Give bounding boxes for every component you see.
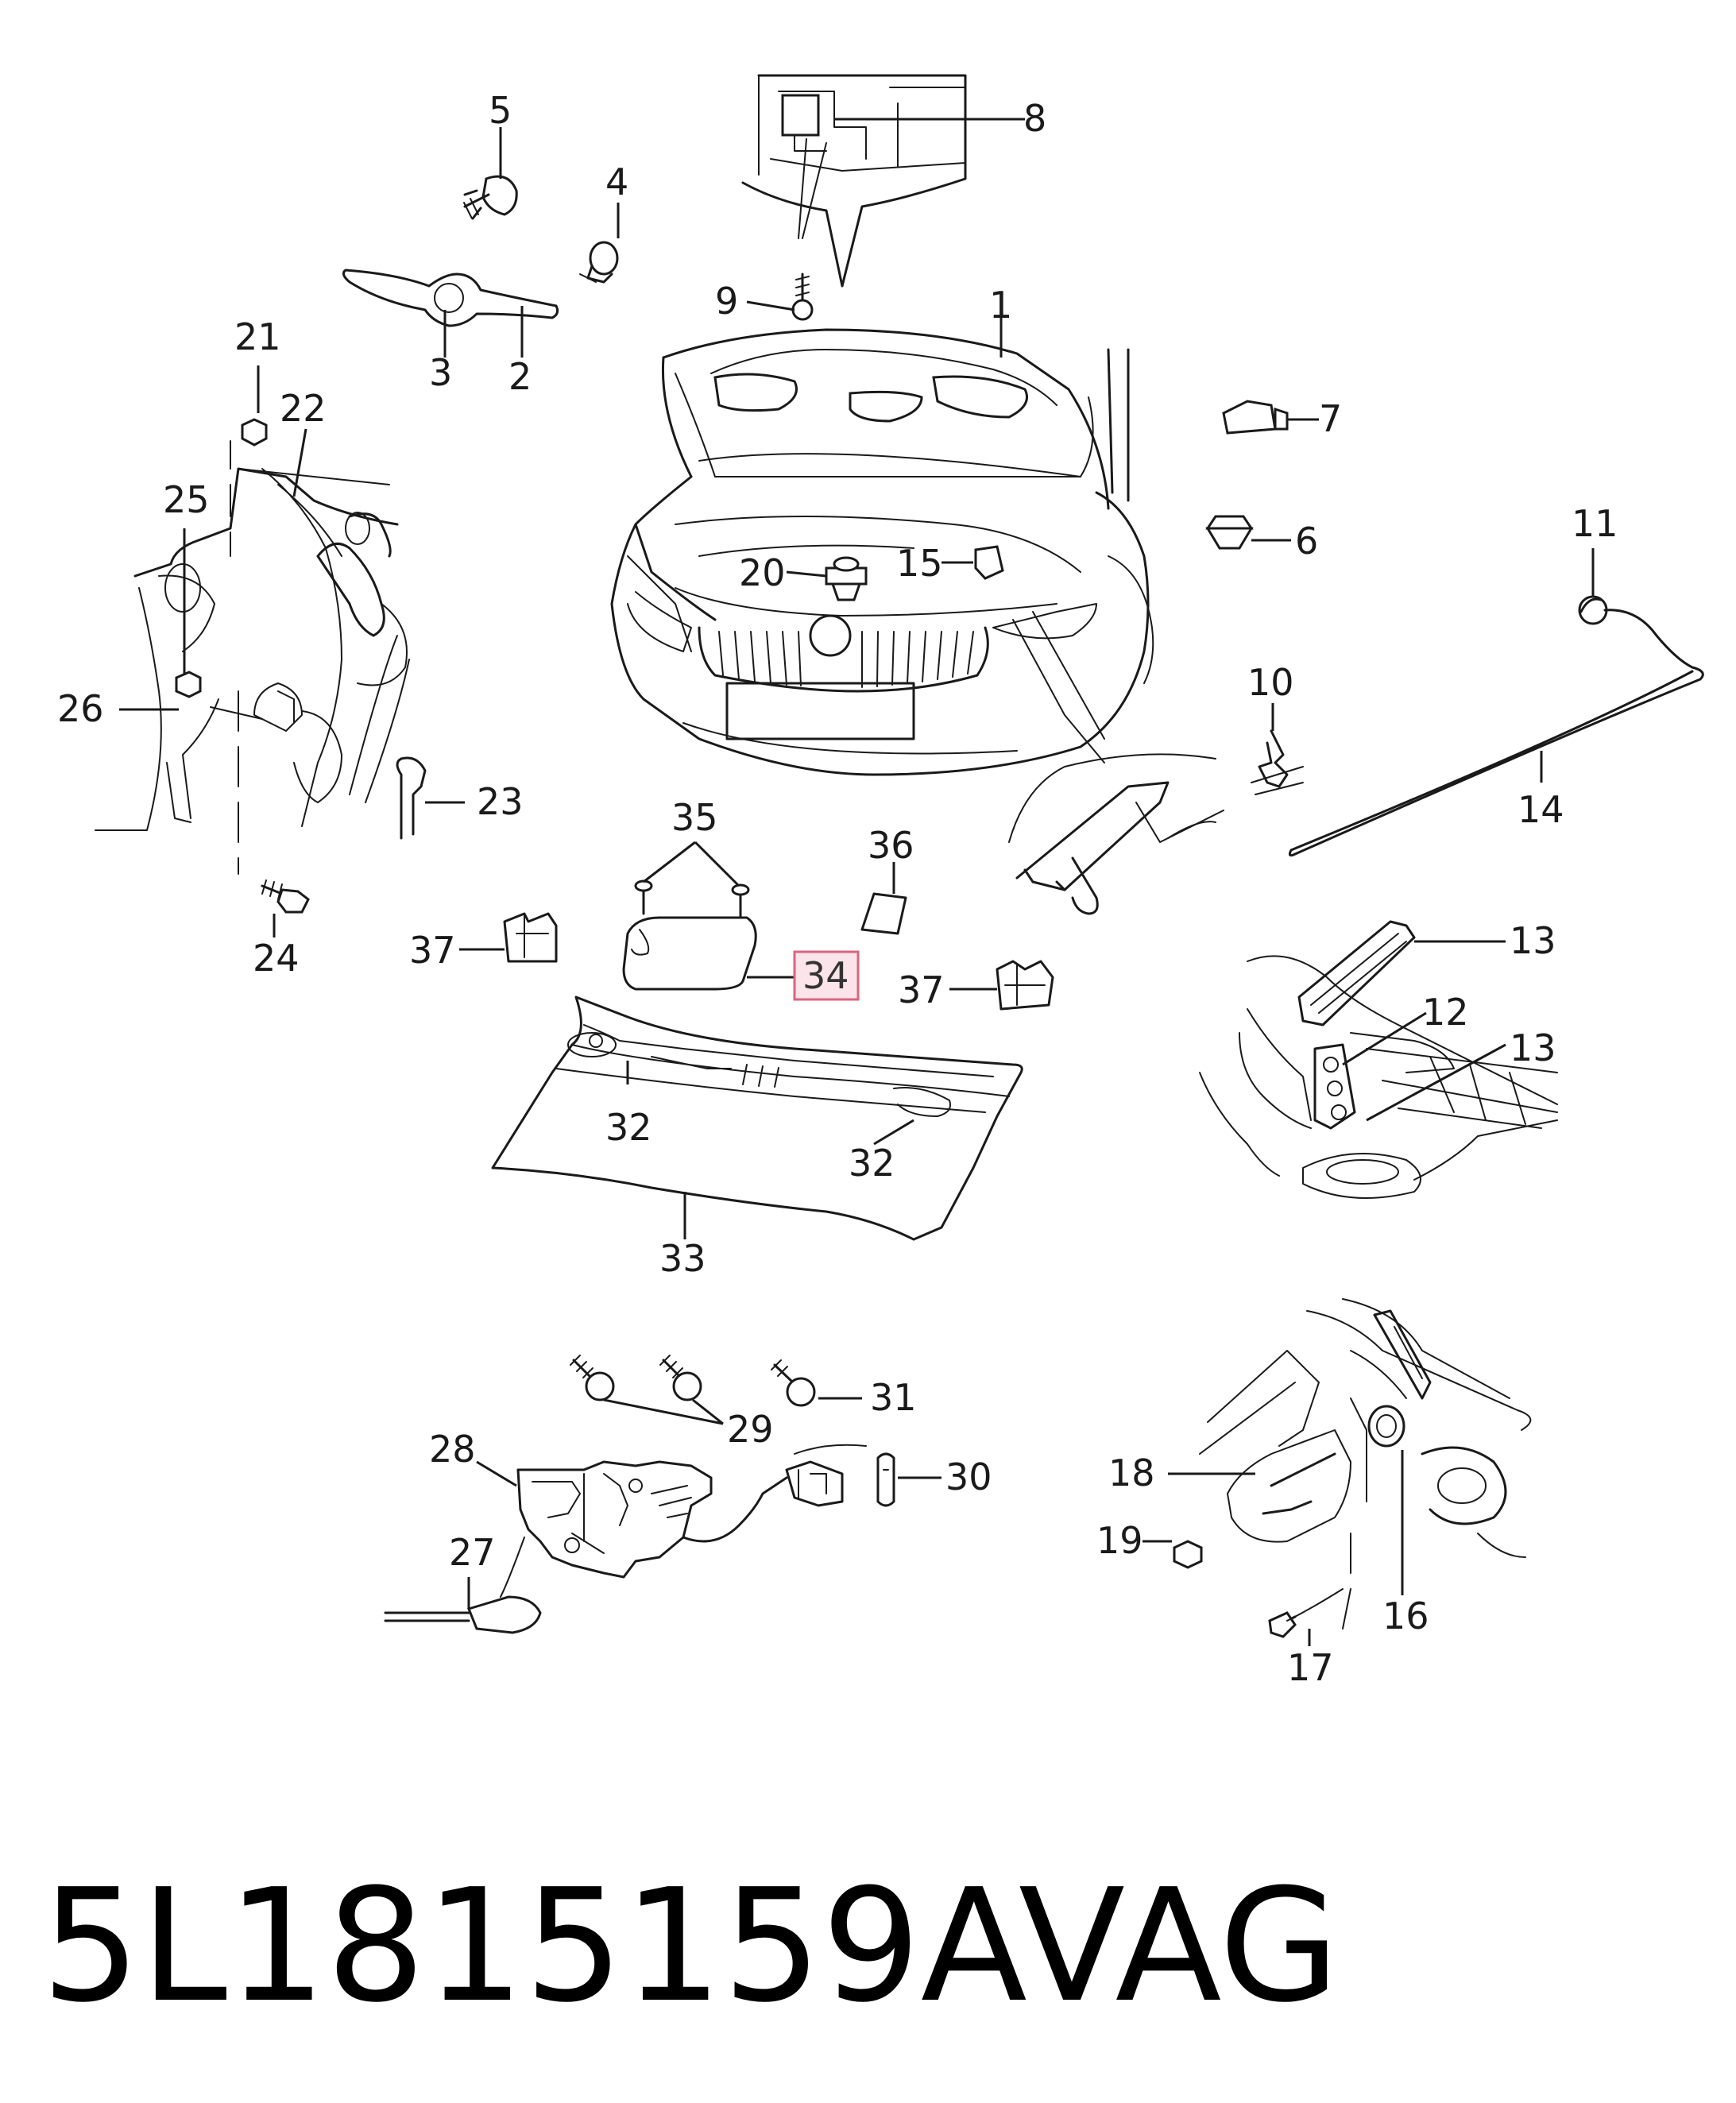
callout-13-bottom: 13 — [1510, 1026, 1556, 1069]
bracket-37-right-icon — [996, 960, 1054, 1011]
callout-1: 1 — [989, 284, 1012, 327]
callout-25: 25 — [163, 478, 210, 521]
callout-37-left: 37 — [409, 929, 456, 972]
callout-7: 7 — [1319, 397, 1342, 440]
callout-28: 28 — [429, 1428, 476, 1471]
leader-lines — [119, 118, 1595, 1646]
callouts: 5 4 8 9 1 3 2 21 22 7 25 6 11 20 15 26 1… — [57, 89, 1618, 1689]
callout-8: 8 — [1023, 97, 1046, 140]
callout-16: 16 — [1382, 1595, 1429, 1637]
bolt-5-icon — [463, 175, 518, 220]
clip-6-icon — [1205, 515, 1254, 550]
callout-32-right: 32 — [849, 1142, 895, 1185]
callout-35: 35 — [671, 796, 718, 839]
callout-31: 31 — [870, 1376, 917, 1419]
hood-lock-27-28-30 — [384, 1444, 895, 1634]
footer: 5L1815159A VAG — [41, 1827, 1710, 2066]
screws-35-icon — [634, 879, 750, 919]
fender-detail — [95, 418, 410, 875]
part-number: 5L1815159A — [41, 1856, 1027, 2037]
callout-13-top: 13 — [1510, 919, 1556, 962]
callout-11: 11 — [1572, 502, 1618, 545]
callout-4: 4 — [605, 160, 628, 203]
callout-32-left: 32 — [605, 1106, 652, 1149]
bracket-37-left-icon — [503, 912, 558, 963]
callout-2: 2 — [508, 355, 532, 398]
callout-3: 3 — [429, 351, 452, 394]
bolts-29-31-icon — [570, 1355, 816, 1407]
hood-support-detail — [1008, 753, 1224, 915]
callout-22: 22 — [280, 387, 327, 430]
pad-36-icon — [860, 892, 907, 935]
parts-diagram: 5 4 8 9 1 3 2 21 22 7 25 6 11 20 15 26 1… — [57, 74, 1704, 1689]
callout-14: 14 — [1518, 788, 1564, 831]
callout-36: 36 — [868, 824, 914, 867]
wiper-cover-detail-12-13 — [1199, 920, 1558, 1199]
hinge-detail-16-19 — [1173, 1298, 1532, 1638]
callout-6: 6 — [1295, 520, 1318, 562]
callout-19: 19 — [1096, 1519, 1143, 1562]
callout-20: 20 — [739, 551, 786, 594]
callout-23: 23 — [477, 780, 524, 823]
inset-detail-cowl — [741, 74, 967, 288]
callout-12: 12 — [1422, 991, 1469, 1034]
seal-strip-14-icon — [1288, 595, 1704, 857]
callout-24: 24 — [253, 937, 300, 980]
plenum-panel-32-33 — [491, 995, 1023, 1241]
bolt-9-icon — [791, 273, 814, 321]
car-front-open-hood — [610, 328, 1154, 776]
clip-10-icon — [1251, 729, 1304, 795]
callout-17: 17 — [1287, 1646, 1334, 1689]
callout-27: 27 — [449, 1531, 496, 1574]
callout-26: 26 — [57, 687, 104, 730]
callout-34-highlight — [793, 950, 860, 1001]
cover-34-icon — [622, 916, 757, 991]
callout-18: 18 — [1108, 1452, 1155, 1494]
callout-5: 5 — [489, 89, 512, 132]
callout-29: 29 — [727, 1408, 774, 1451]
callout-34: 34 — [802, 954, 849, 997]
brand-name: VAG — [1019, 1856, 1340, 2037]
callout-10: 10 — [1247, 661, 1294, 704]
callout-33: 33 — [659, 1237, 706, 1280]
ring-4-icon — [579, 241, 619, 284]
clip-7-icon — [1222, 400, 1289, 435]
callout-30: 30 — [945, 1455, 992, 1498]
clip-23-icon — [396, 756, 427, 840]
part-2-3-icon — [342, 269, 559, 327]
callout-21: 21 — [234, 315, 281, 358]
callout-37-right: 37 — [898, 968, 945, 1011]
callout-15: 15 — [896, 542, 943, 585]
callout-9: 9 — [715, 280, 738, 323]
bolt-24-icon — [261, 879, 310, 914]
